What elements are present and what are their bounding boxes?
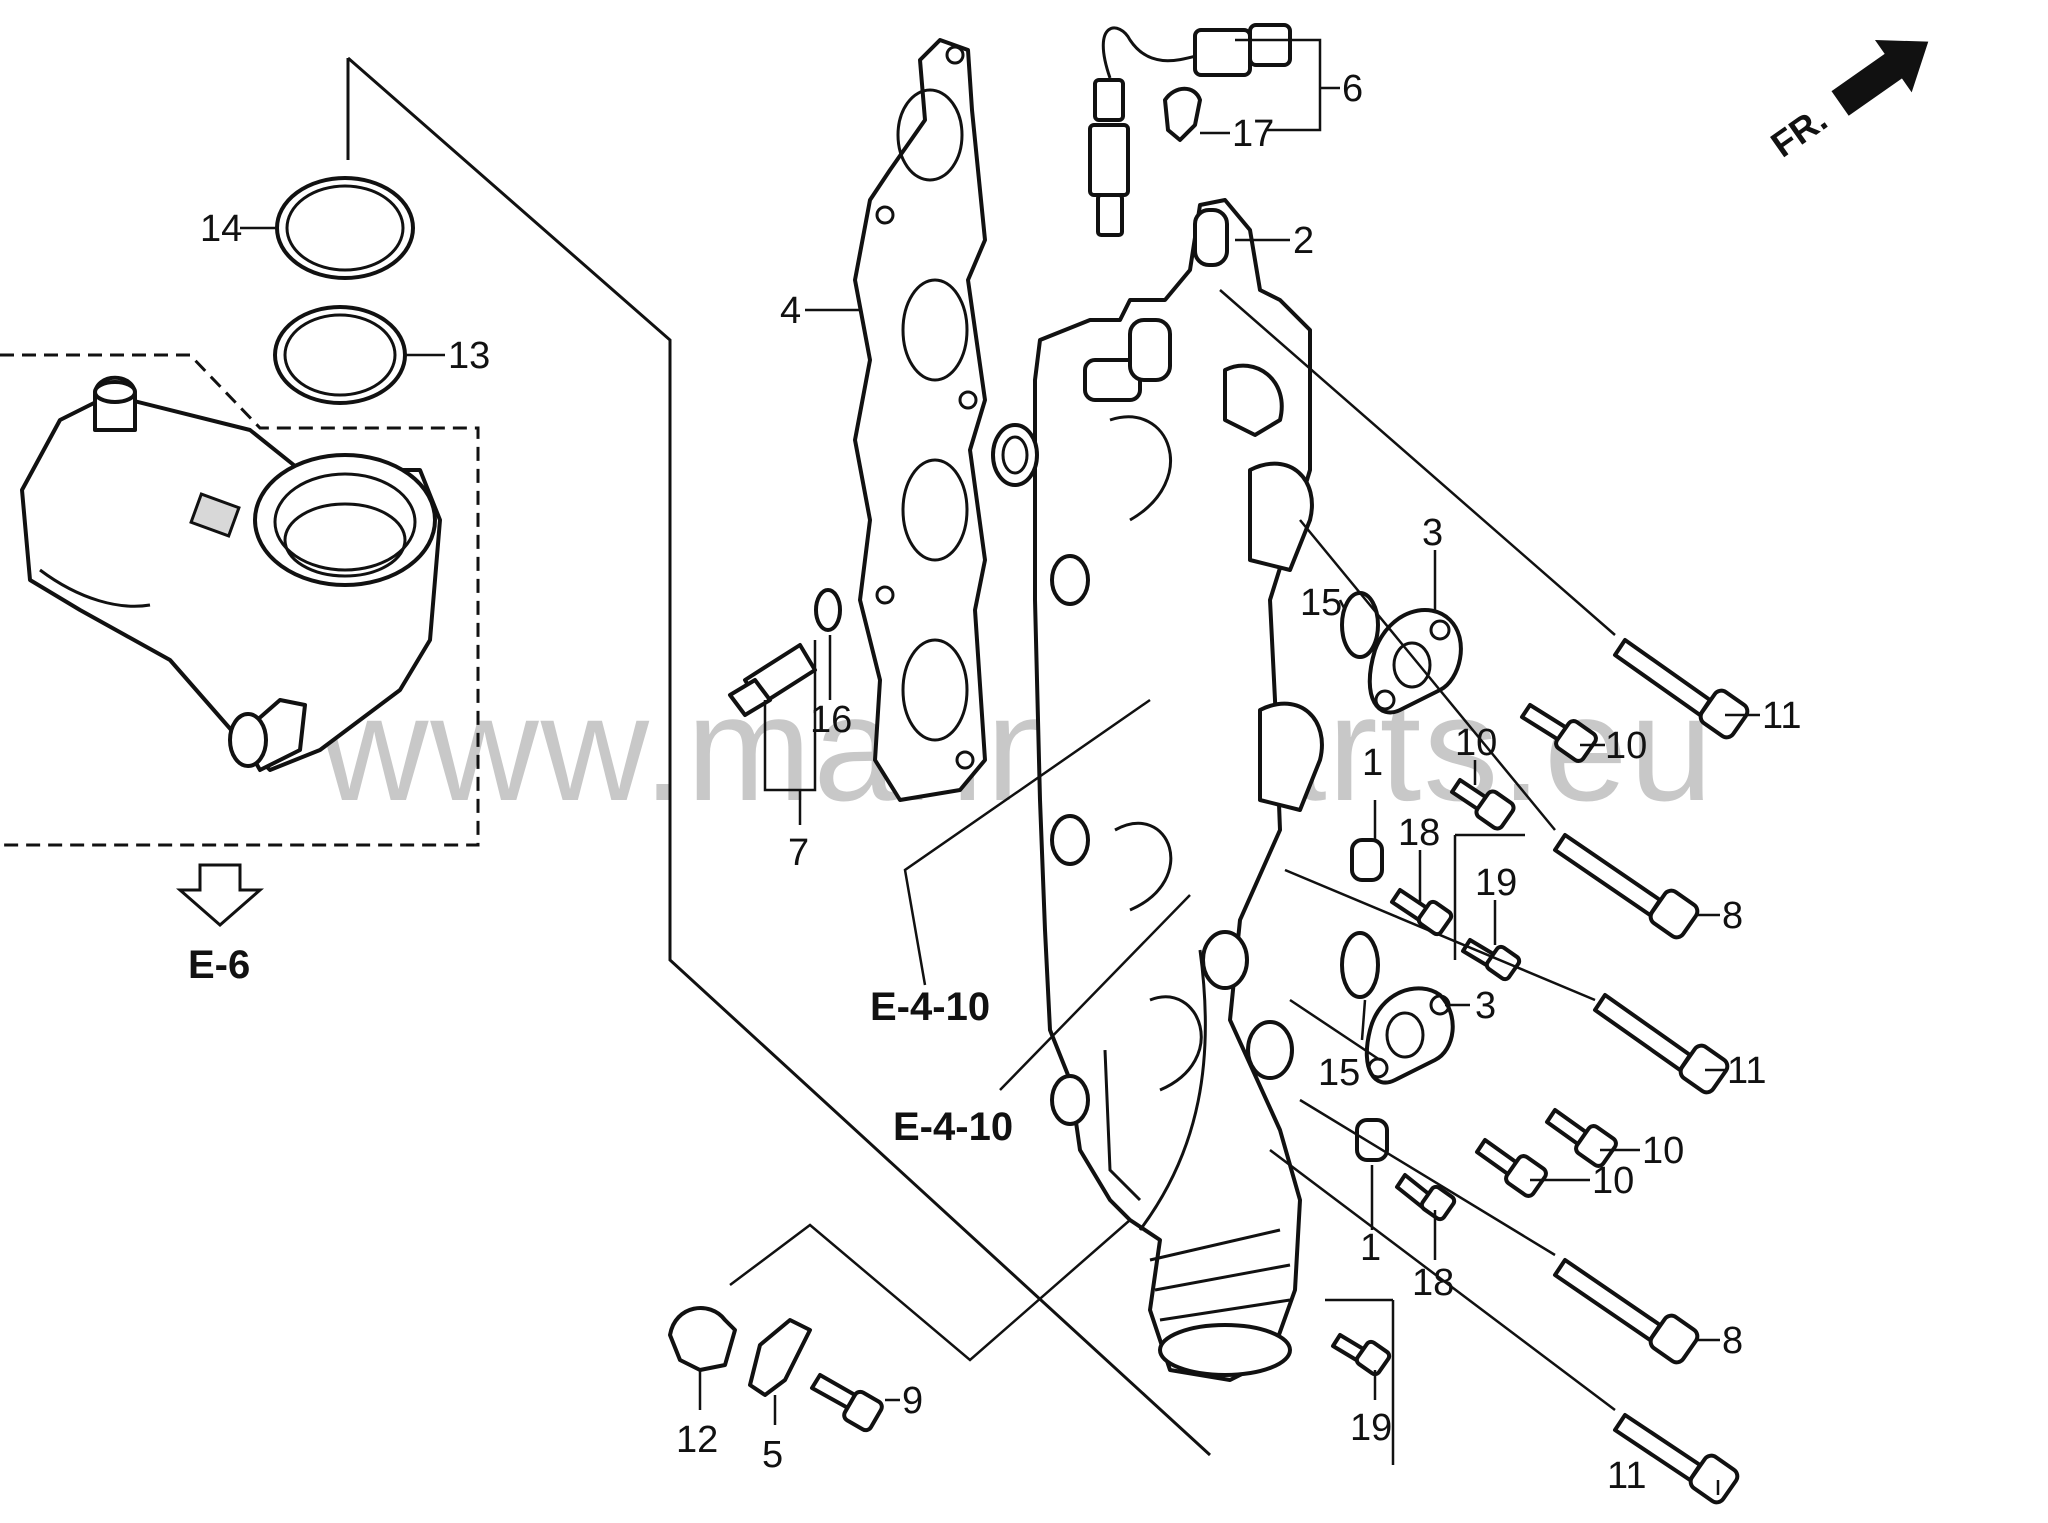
bolt-8-upper bbox=[1553, 833, 1700, 940]
callout-10-d: 10 bbox=[1592, 1160, 1634, 1202]
thermostat-cover-group: E-6 bbox=[0, 353, 480, 987]
bolt-8-lower bbox=[1553, 1258, 1700, 1365]
callout-6: 6 bbox=[1342, 68, 1363, 110]
callout-15-upper: 15 bbox=[1300, 582, 1342, 624]
o-ring-13 bbox=[273, 305, 407, 405]
callout-13: 13 bbox=[448, 335, 490, 377]
callout-11-middle: 11 bbox=[1727, 1050, 1766, 1092]
bolt-10-a bbox=[1520, 703, 1598, 763]
bolt-9 bbox=[810, 1373, 884, 1433]
flange-gasket-upper bbox=[1340, 591, 1380, 659]
callout-16: 16 bbox=[810, 699, 852, 741]
callout-2: 2 bbox=[1293, 220, 1314, 262]
callout-1-lower: 1 bbox=[1360, 1227, 1381, 1269]
exhaust-gasket bbox=[853, 38, 987, 802]
callout-15-lower: 15 bbox=[1318, 1052, 1360, 1094]
front-marker-label: FR. bbox=[1763, 98, 1834, 165]
bolt-10-d bbox=[1475, 1138, 1548, 1198]
bolt-10-c bbox=[1545, 1108, 1618, 1168]
oxygen-sensor bbox=[1088, 23, 1292, 237]
sensor-clip bbox=[1163, 86, 1202, 142]
down-arrow-icon bbox=[176, 863, 264, 927]
ref-e410-upper-label: E-4-10 bbox=[870, 985, 990, 1029]
bolt-19-upper bbox=[1461, 938, 1522, 982]
mounting-bracket bbox=[748, 1318, 812, 1397]
callout-11-upper: 11 bbox=[1762, 695, 1801, 737]
flange-gasket-lower bbox=[1340, 931, 1380, 999]
ref-e410-lower-label: E-4-10 bbox=[893, 1105, 1013, 1149]
callout-8-lower: 8 bbox=[1722, 1320, 1743, 1362]
callout-4: 4 bbox=[780, 290, 801, 332]
exhaust-manifold bbox=[991, 198, 1324, 1382]
o-ring-14 bbox=[275, 176, 415, 280]
bolt-18-upper bbox=[1390, 888, 1454, 937]
front-direction-marker: FR. bbox=[1763, 39, 1929, 165]
manifold-flange-lower bbox=[1364, 986, 1455, 1085]
callout-14: 14 bbox=[200, 208, 242, 250]
callout-18-lower: 18 bbox=[1412, 1262, 1454, 1304]
callout-12: 12 bbox=[676, 1419, 718, 1461]
collar-lower bbox=[1355, 1118, 1389, 1162]
callout-1-upper: 1 bbox=[1362, 742, 1383, 784]
bolt-19-lower bbox=[1331, 1333, 1392, 1377]
callout-10-b: 10 bbox=[1455, 722, 1497, 764]
assembly-bracket-line bbox=[347, 56, 1212, 1457]
callout-3-lower: 3 bbox=[1475, 985, 1496, 1027]
callout-18-upper: 18 bbox=[1398, 812, 1440, 854]
callout-19-upper: 19 bbox=[1475, 862, 1517, 904]
thermostat-cover bbox=[20, 375, 442, 772]
collar-upper bbox=[1350, 838, 1384, 882]
bolt-11-upper bbox=[1613, 638, 1750, 740]
callout-19-lower: 19 bbox=[1350, 1407, 1392, 1449]
ref-e6-label: E-6 bbox=[188, 943, 250, 987]
callout-10-c: 10 bbox=[1642, 1130, 1684, 1172]
callout-9: 9 bbox=[902, 1380, 923, 1422]
callout-17: 17 bbox=[1232, 113, 1274, 155]
bolt-18-lower bbox=[1395, 1173, 1457, 1222]
stud-washer bbox=[814, 588, 842, 632]
bolt-11-lower bbox=[1613, 1413, 1740, 1505]
callout-7: 7 bbox=[788, 832, 809, 874]
callout-5: 5 bbox=[762, 1434, 783, 1476]
callout-3-upper: 3 bbox=[1422, 512, 1443, 554]
bolt-11-middle bbox=[1593, 993, 1730, 1095]
front-arrow-icon bbox=[1831, 39, 1929, 116]
callout-8-upper: 8 bbox=[1722, 895, 1743, 937]
hose-clamp bbox=[668, 1306, 737, 1372]
callout-10-a: 10 bbox=[1605, 725, 1647, 767]
bolt-10-b bbox=[1450, 778, 1516, 831]
callout-11-lower: 11 bbox=[1607, 1455, 1646, 1497]
